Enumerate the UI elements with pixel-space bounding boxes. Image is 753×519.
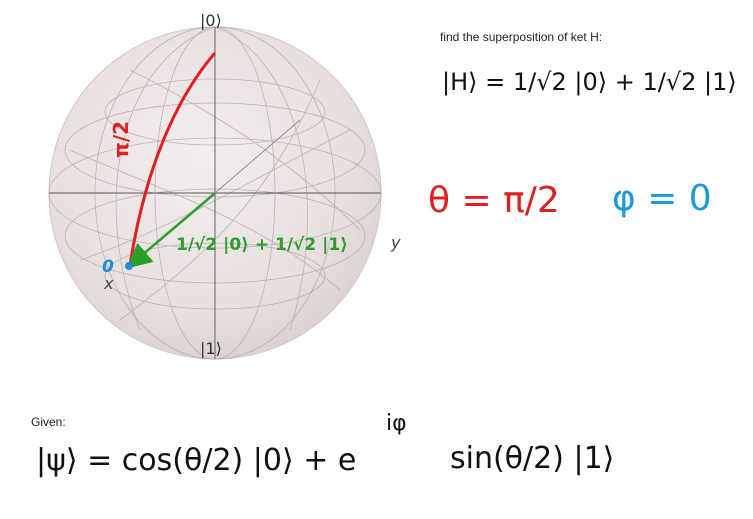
y-axis-label: y (390, 233, 401, 252)
ket-one-label: |1⟩ (200, 339, 222, 358)
given-label: Given: (31, 415, 66, 429)
theta-value-label: π/2 (109, 121, 133, 158)
given-formula-suffix: sin(θ/2) |1⟩ (450, 441, 614, 476)
zero-annotation: 0 (102, 257, 114, 277)
phi-equation: φ = 0 (612, 178, 712, 219)
state-vector-label: 1/√2 |0⟩ + 1/√2 |1⟩ (176, 235, 348, 255)
problem-heading: find the superposition of ket H: (440, 30, 603, 44)
given-formula-prefix: |ψ⟩ = cos(θ/2) |0⟩ + e (36, 443, 356, 478)
theta-equation: θ = π/2 (428, 180, 560, 221)
given-formula-exponent: iφ (386, 411, 407, 436)
state-vector-arrow (126, 193, 215, 269)
x-axis-point (125, 262, 133, 270)
ket-zero-label: |0⟩ (200, 11, 222, 30)
theta-arc (128, 52, 216, 267)
h-state-formula: |H⟩ = 1/√2 |0⟩ + 1/√2 |1⟩ (442, 68, 737, 96)
x-axis-label: x (103, 274, 114, 293)
